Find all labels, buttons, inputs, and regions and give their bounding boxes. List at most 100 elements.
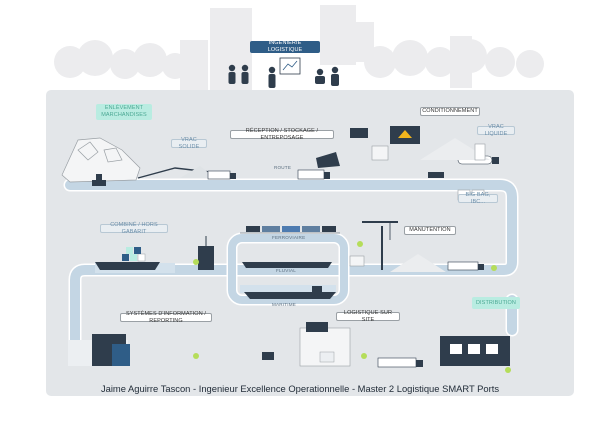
storage-shed-icon (350, 128, 368, 138)
sand-pile-icon (180, 166, 215, 178)
office-building-icon (112, 344, 130, 366)
fluvial-label: FLUVIAL (276, 268, 297, 273)
material-pile (61, 137, 141, 183)
excavator-body (92, 180, 106, 186)
conditionnement-label: CONDITIONNEMENT (420, 107, 480, 116)
window-icon (486, 344, 498, 354)
excavator-icon (92, 174, 106, 186)
truck-cab (492, 157, 499, 164)
tree-icon (392, 40, 428, 76)
container-icon (130, 254, 137, 261)
road-network (63, 178, 519, 347)
tree-icon (162, 53, 188, 79)
tree-icon (516, 50, 544, 78)
transport-loop (228, 234, 348, 304)
person-icon (241, 64, 249, 72)
tree-icon (193, 259, 199, 265)
tree-icon (425, 47, 455, 77)
bulk-pile-icon (390, 254, 446, 272)
route-label: ROUTE (274, 165, 292, 170)
tree-icon (77, 40, 113, 76)
truck-group (207, 152, 499, 180)
forklift-icon (262, 352, 274, 360)
pallet-stack-icon (319, 351, 335, 363)
person-icon (316, 68, 324, 76)
train-car (322, 226, 336, 232)
person-icon (268, 74, 276, 88)
tree-icon (485, 47, 515, 77)
logistique-site-label: LOGISTIQUE SUR SITE (336, 310, 400, 323)
tree-icon (110, 49, 140, 79)
truck-cab (416, 360, 423, 367)
ship-bridge (312, 286, 322, 292)
ship-icon (244, 292, 336, 299)
barge-icon (242, 262, 332, 268)
engineers-group (228, 64, 339, 88)
person-icon (331, 66, 339, 74)
tree-icon (505, 367, 511, 373)
person-icon (268, 66, 276, 74)
window-icon (450, 344, 462, 354)
background-building (450, 36, 472, 88)
truck-icon (297, 169, 325, 180)
pallet-stack-icon (371, 145, 389, 161)
forklift-icon (428, 172, 444, 178)
container-icon (122, 254, 129, 261)
truck-cab (324, 172, 330, 179)
tree-icon (133, 43, 167, 77)
warehouse-roof (306, 322, 328, 332)
water-surface (240, 285, 336, 293)
person-icon (228, 72, 236, 84)
author-caption: Jaime Aguirre Tascon - Ingenieur Excelle… (100, 383, 500, 394)
truck-icon (207, 170, 231, 180)
systemes-label: SYSTÈMES D'INFORMATION / REPORTING (120, 311, 212, 324)
big-bag-label: BIG BAG, IBC... (458, 192, 498, 205)
person-icon (315, 76, 325, 84)
vrac-liquide-label: VRAC LIQUIDE (477, 124, 515, 137)
excavator-cab (96, 174, 102, 180)
train-icon (246, 226, 336, 232)
window-icon (468, 344, 480, 354)
vrac-solide-label: VRAC SOLIDE (171, 137, 207, 150)
truck-icon (377, 357, 417, 368)
train-car (282, 226, 300, 232)
truck-cab (230, 173, 236, 179)
person-icon (331, 74, 339, 86)
port-building-icon (198, 246, 214, 270)
person-icon (228, 64, 236, 72)
train-car (262, 226, 280, 232)
person-icon (241, 72, 249, 84)
background-building (320, 5, 356, 65)
tree-icon (193, 353, 199, 359)
tree-icon (361, 353, 367, 359)
green-trees (193, 241, 511, 373)
dump-truck-icon (316, 152, 340, 168)
combine-label: COMBINÉ / HORS GABARIT (100, 222, 168, 235)
ferroviaire-label: FERROVIAIRE (272, 235, 306, 240)
truck-icon (447, 261, 479, 271)
container-icon (137, 253, 146, 262)
bulk-pile-icon (420, 138, 490, 160)
container-icon (126, 247, 133, 254)
rubble-icon (103, 147, 123, 163)
train-car (302, 226, 320, 232)
distribution-label: DISTRIBUTION (472, 297, 520, 309)
hopper-icon (349, 255, 365, 267)
crane-icon (362, 221, 398, 270)
rubble-icon (77, 141, 99, 161)
container-icon (134, 247, 141, 254)
header-label: INGENIERIE LOGISTIQUE (250, 40, 320, 53)
silo-icon (474, 143, 486, 161)
truck-cab (478, 264, 484, 270)
container-ship-icon (95, 262, 160, 270)
chart-sketch-icon (282, 60, 298, 71)
road-path (65, 180, 517, 345)
reception-label: RÉCEPTION / STOCKAGE / ENTREPOSAGE (230, 128, 334, 141)
container-stack (122, 247, 146, 262)
hazard-sign-icon (398, 130, 412, 138)
bottom-scene (68, 322, 510, 368)
tree-icon (357, 241, 363, 247)
train-car (246, 226, 260, 232)
